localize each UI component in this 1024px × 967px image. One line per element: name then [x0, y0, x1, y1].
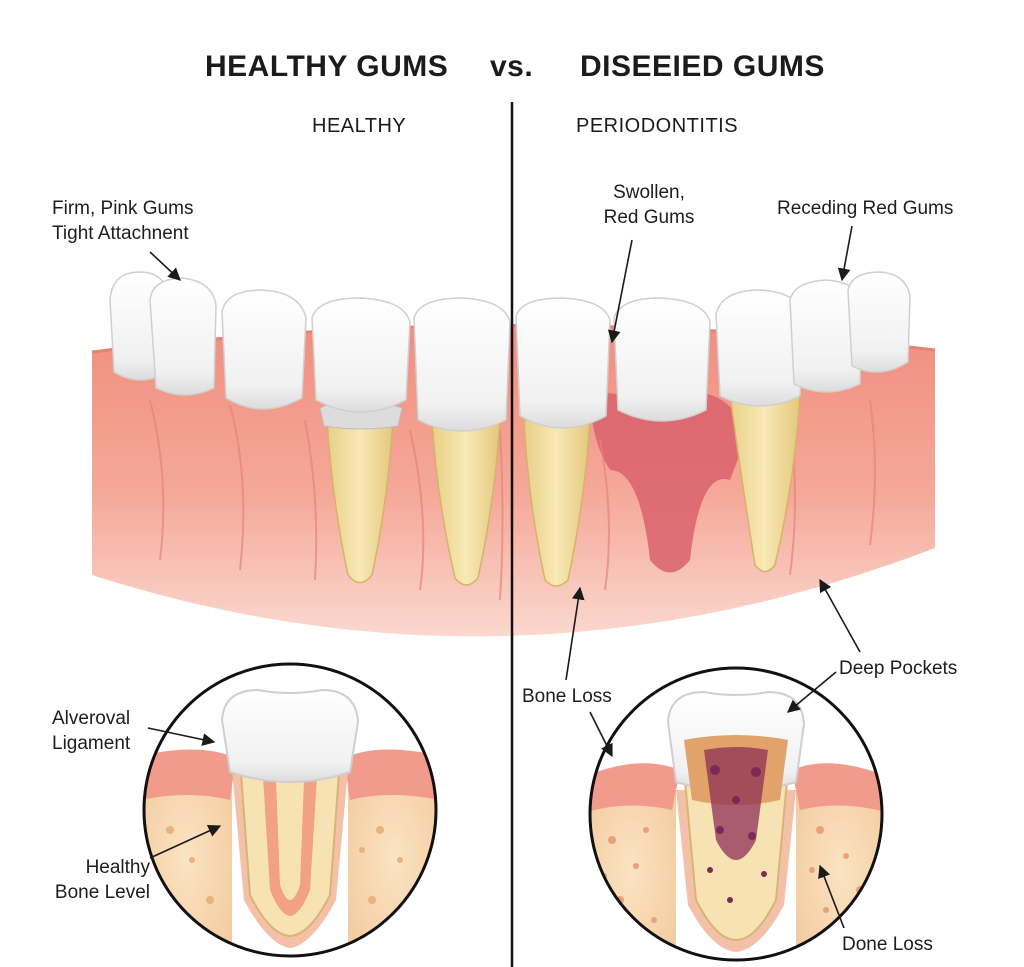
- arrow-bone-loss-circle: [589, 711, 613, 758]
- label-swollen-line2: Red Gums: [603, 207, 695, 228]
- label-firm-pink-line2: Tight Attachnent: [52, 223, 189, 244]
- arrow-receding: [837, 225, 853, 282]
- arrow-done-loss: [818, 864, 845, 929]
- label-swollen-line1: Swollen,: [613, 182, 685, 203]
- label-done-loss: Done Loss: [842, 934, 933, 955]
- label-firm-pink-line1: Firm, Pink Gums: [52, 198, 194, 219]
- subtitle-healthy: HEALTHY: [312, 115, 407, 137]
- healthy-zoom-circle: [142, 662, 438, 958]
- title-healthy-gums: HEALTHY GUMS: [205, 50, 449, 83]
- label-swollen-red-gums: Swollen, Red Gums: [594, 180, 704, 230]
- label-healthy-bone-level: Healthy Bone Level: [36, 855, 150, 905]
- subtitle-periodontitis: PERIODONTITIS: [576, 115, 739, 137]
- label-firm-pink-gums: Firm, Pink Gums Tight Attachnent: [52, 196, 193, 246]
- tooth-crowns: [109, 271, 911, 432]
- arrow-bone-loss-up: [565, 586, 585, 681]
- leader-arrows: [147, 225, 861, 929]
- diseased-zoom-circle: [588, 666, 884, 962]
- inflamed-gum: [590, 390, 745, 573]
- arrow-alveolar: [147, 727, 216, 746]
- arrow-firm-pink: [149, 251, 181, 281]
- arrow-healthy-bone: [149, 824, 222, 859]
- title-diseased-gums: DISEEIED GUMS: [580, 50, 825, 83]
- gum-band: [91, 324, 936, 637]
- label-alveolar-ligament: Alveroval Ligament: [52, 706, 130, 756]
- label-receding-red-gums: Receding Red Gums: [777, 198, 954, 219]
- label-alveolar-line2: Ligament: [52, 733, 131, 754]
- label-deep-pockets: Deep Pockets: [839, 658, 958, 679]
- label-alveolar-line1: Alveroval: [52, 708, 131, 729]
- arrow-deep-pockets-top: [819, 578, 861, 653]
- title-vs: vs.: [490, 50, 534, 83]
- label-healthy-bone-line2: Bone Level: [54, 882, 150, 903]
- label-healthy-bone-line1: Healthy: [85, 857, 150, 878]
- label-bone-loss: Bone Loss: [522, 686, 612, 707]
- arrow-deep-pockets-circle: [787, 671, 837, 713]
- arrow-swollen: [607, 239, 633, 344]
